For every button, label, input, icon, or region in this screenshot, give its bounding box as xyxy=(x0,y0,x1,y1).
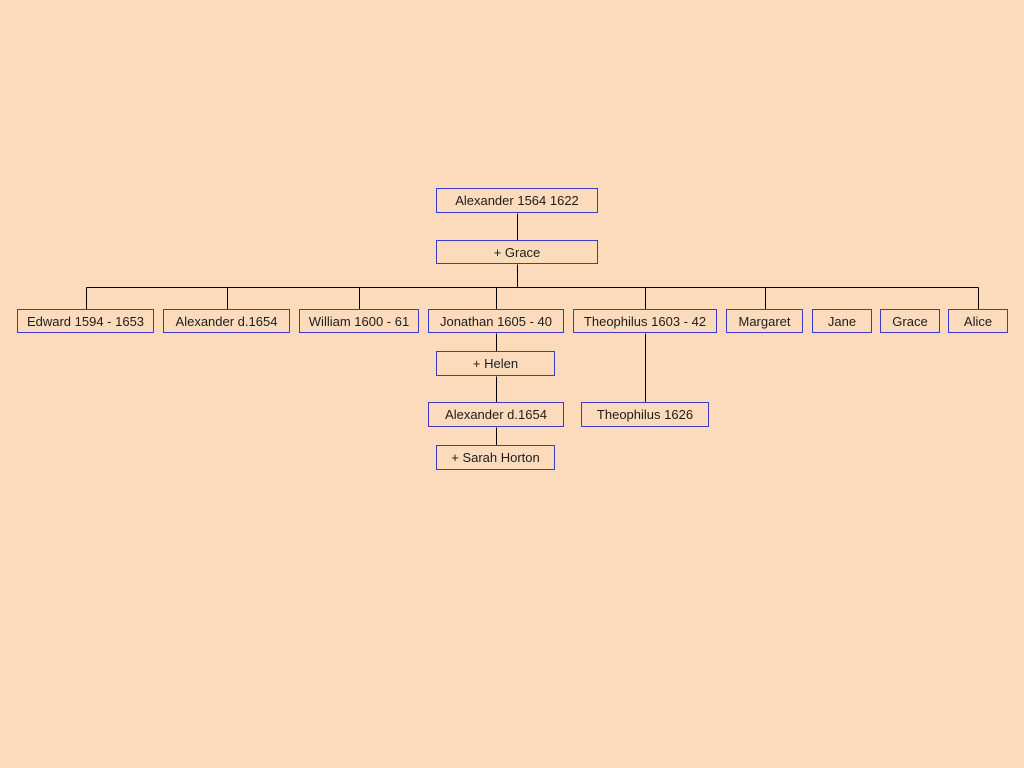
node-child-5[interactable]: Theophilus 1603 - 42 xyxy=(573,309,717,333)
node-grandchild-jonathan-spouse[interactable]: + Sarah Horton xyxy=(436,445,555,470)
node-child-7[interactable]: Jane xyxy=(812,309,872,333)
node-child-6[interactable]: Margaret xyxy=(726,309,803,333)
node-grandchild-theophilus[interactable]: Theophilus 1626 xyxy=(581,402,709,427)
node-child-3[interactable]: William 1600 - 61 xyxy=(299,309,419,333)
node-child-4-spouse[interactable]: + Helen xyxy=(436,351,555,376)
node-child-4[interactable]: Jonathan 1605 - 40 xyxy=(428,309,564,333)
node-child-8[interactable]: Grace xyxy=(880,309,940,333)
node-child-2[interactable]: Alexander d.1654 xyxy=(163,309,290,333)
node-child-9[interactable]: Alice xyxy=(948,309,1008,333)
node-child-1[interactable]: Edward 1594 - 1653 xyxy=(17,309,154,333)
node-grandchild-jonathan[interactable]: Alexander d.1654 xyxy=(428,402,564,427)
node-root-person[interactable]: Alexander 1564 1622 xyxy=(436,188,598,213)
node-root-spouse[interactable]: + Grace xyxy=(436,240,598,264)
